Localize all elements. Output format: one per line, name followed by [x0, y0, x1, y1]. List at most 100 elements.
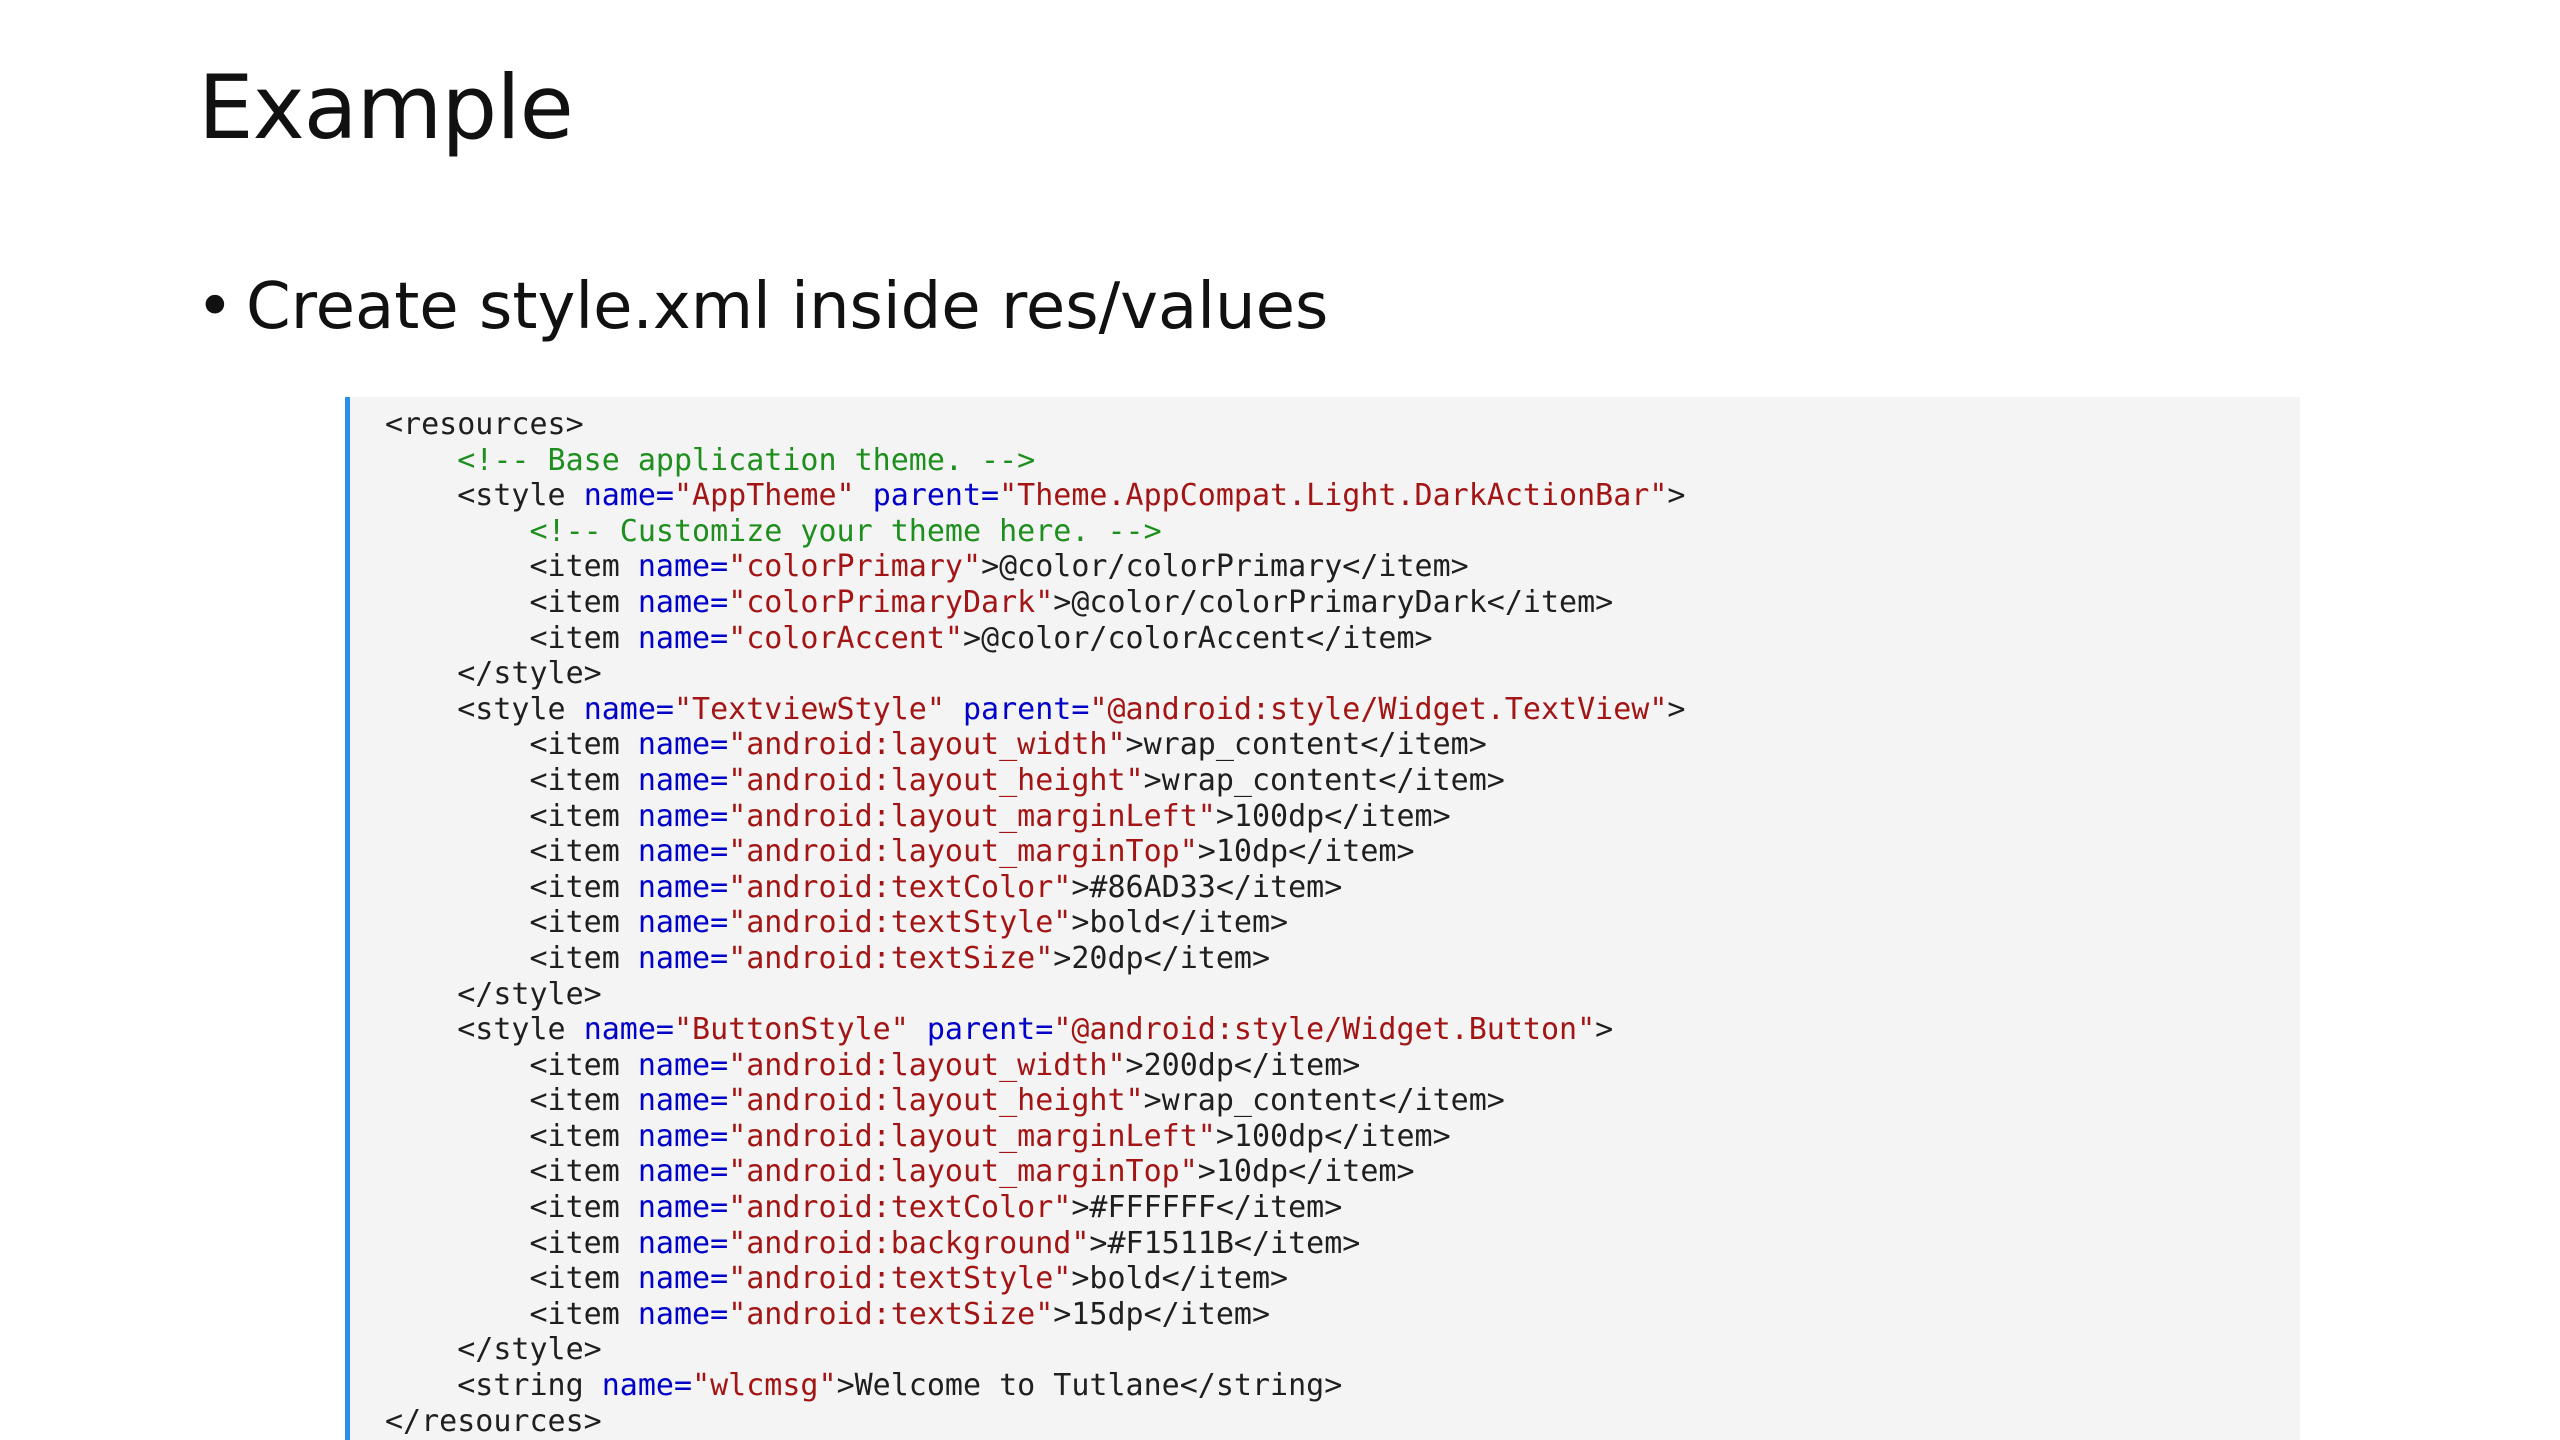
code-token-val: "android:textSize" — [728, 1296, 1054, 1332]
code-token-pad — [385, 870, 530, 905]
code-token-tag: <item — [529, 549, 638, 585]
code-token-tag: > — [1197, 834, 1216, 870]
code-token-text: #FFFFFF — [1089, 1190, 1216, 1226]
code-line: <style name="AppTheme" parent="Theme.App… — [385, 478, 2300, 514]
code-token-tag: > — [1053, 940, 1072, 976]
code-line: <item name="android:layout_marginTop">10… — [385, 834, 2300, 870]
code-line: </style> — [385, 977, 2300, 1013]
code-token-pad — [385, 941, 530, 976]
code-token-tag: <item — [529, 1225, 638, 1261]
code-token-pad — [385, 621, 530, 656]
code-token-pad — [385, 799, 530, 834]
code-token-attr: parent= — [963, 691, 1090, 727]
code-token-tag: <item — [529, 1190, 638, 1226]
code-token-pad — [385, 1261, 530, 1296]
code-line: <resources> — [385, 407, 2300, 443]
code-token-pad — [385, 1119, 530, 1154]
code-token-tag: <item — [529, 1296, 638, 1332]
code-token-val: "Theme.AppCompat.Light.DarkActionBar" — [999, 478, 1668, 514]
code-token-tag: </item> — [1324, 1118, 1451, 1154]
code-token-text: 100dp — [1233, 798, 1325, 834]
code-token-tag: > — [1071, 1261, 1090, 1297]
code-token-text: @color/colorPrimary — [999, 549, 1343, 585]
code-token-tag: > — [1667, 691, 1686, 727]
code-token-tag: </item> — [1306, 620, 1433, 656]
code-token-tag: </item> — [1161, 905, 1289, 941]
code-token-attr: name= — [637, 1083, 729, 1119]
code-token-pad — [385, 1190, 530, 1225]
code-token-tag: <item — [529, 1047, 638, 1083]
code-token-tag: > — [1667, 478, 1686, 514]
code-token-tag: <item — [529, 1118, 638, 1154]
code-token-pad — [385, 905, 530, 940]
code-token-tag: </item> — [1378, 1083, 1505, 1119]
code-token-tag: </item> — [1143, 1296, 1271, 1332]
code-token-pad — [385, 763, 530, 798]
code-token-tag: </item> — [1288, 834, 1415, 870]
code-line: <item name="android:layout_height">wrap_… — [385, 1083, 2300, 1119]
code-token-tag: </item> — [1143, 940, 1271, 976]
code-token-text: #F1511B — [1107, 1225, 1234, 1261]
code-token-tag: </item> — [1161, 1261, 1289, 1297]
code-token-comment: <!-- Base application theme. --> — [457, 442, 1036, 478]
code-token-tag: > — [1215, 1118, 1234, 1154]
code-token-tag: > — [1143, 762, 1162, 798]
code-token-text: @color/colorAccent — [981, 620, 1307, 656]
code-token-tag: <item — [529, 834, 638, 870]
code-line: </style> — [385, 1332, 2300, 1368]
code-token-tag: </item> — [1288, 1154, 1415, 1190]
code-token-tag: <string — [457, 1368, 602, 1404]
code-token-val: "android:layout_marginTop" — [728, 834, 1198, 870]
code-token-tag: </item> — [1342, 549, 1469, 585]
code-token-text: wrap_content — [1161, 1083, 1379, 1119]
code-token-tag: > — [1215, 798, 1234, 834]
code-line: <item name="colorPrimaryDark">@color/col… — [385, 585, 2300, 621]
code-token-tag: <item — [529, 727, 638, 763]
code-token-pad — [385, 443, 457, 478]
code-line: <style name="ButtonStyle" parent="@andro… — [385, 1012, 2300, 1048]
code-token-tag: </style> — [457, 1332, 602, 1368]
code-token-text: Welcome to Tutlane — [854, 1368, 1180, 1404]
code-token-pad — [385, 1154, 530, 1189]
code-token-text: bold — [1089, 905, 1162, 941]
code-token-tag: > — [1197, 1154, 1216, 1190]
code-token-attr: name= — [637, 1118, 729, 1154]
code-token-tag: </item> — [1324, 798, 1451, 834]
code-token-val: "colorPrimary" — [728, 549, 982, 585]
code-line: <item name="android:layout_marginTop">10… — [385, 1154, 2300, 1190]
code-token-val: "ButtonStyle" — [674, 1012, 909, 1048]
code-token-tag: > — [1053, 1296, 1072, 1332]
code-line: <item name="android:textSize">15dp</item… — [385, 1297, 2300, 1333]
code-token-val: "android:textStyle" — [728, 905, 1072, 941]
code-token-val: "android:layout_marginLeft" — [728, 798, 1216, 834]
code-token-tag: <resources> — [385, 407, 584, 442]
code-token-attr: name= — [637, 584, 729, 620]
code-token-tag: > — [1125, 727, 1144, 763]
code-token-text: 100dp — [1233, 1118, 1325, 1154]
code-token-tag: > — [1125, 1047, 1144, 1083]
code-token-tag: > — [981, 549, 1000, 585]
code-token-pad — [385, 1083, 530, 1118]
code-token-text: #86AD33 — [1089, 869, 1216, 905]
code-token-val: "android:layout_marginTop" — [728, 1154, 1198, 1190]
code-token-tag: <item — [529, 869, 638, 905]
code-line: <item name="android:layout_height">wrap_… — [385, 763, 2300, 799]
code-token-attr: name= — [637, 798, 729, 834]
code-token-pad — [385, 478, 457, 513]
code-token-tag: </item> — [1360, 727, 1487, 763]
code-token-attr: name= — [637, 1047, 729, 1083]
code-line: <item name="android:layout_marginLeft">1… — [385, 1119, 2300, 1155]
code-line: <item name="android:textColor">#86AD33</… — [385, 870, 2300, 906]
code-token-val: "android:textColor" — [728, 1190, 1072, 1226]
code-token-tag — [909, 1012, 927, 1047]
code-token-tag: </item> — [1378, 762, 1505, 798]
code-line: <item name="android:textStyle">bold</ite… — [385, 905, 2300, 941]
code-token-val: "android:textSize" — [728, 940, 1054, 976]
code-token-pad — [385, 1297, 530, 1332]
code-token-pad — [385, 1332, 457, 1367]
code-line: <item name="android:layout_width">wrap_c… — [385, 727, 2300, 763]
code-line: <item name="android:textColor">#FFFFFF</… — [385, 1190, 2300, 1226]
code-token-pad — [385, 727, 530, 762]
code-token-tag: <style — [457, 691, 584, 727]
code-token-val: "wlcmsg" — [692, 1368, 837, 1404]
